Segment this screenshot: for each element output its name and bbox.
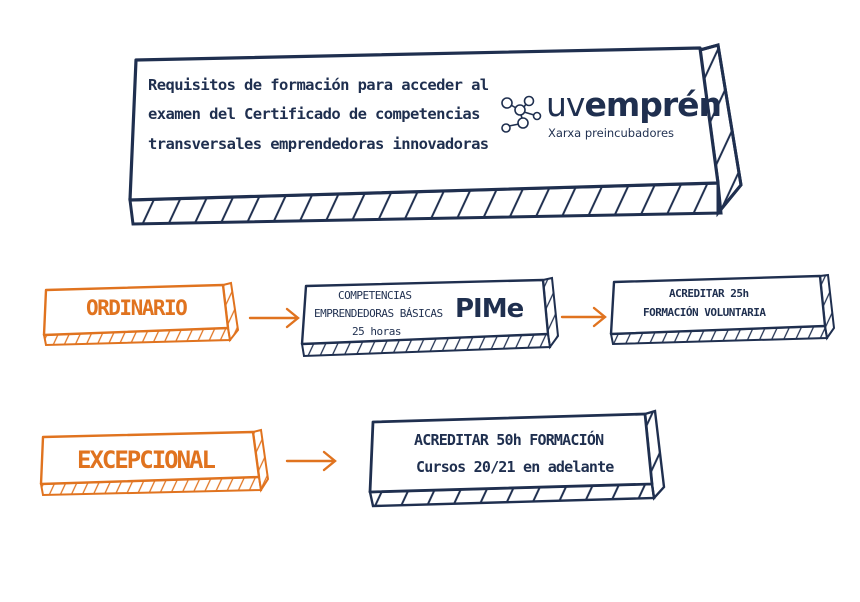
excepcional-step1-box [368,409,666,508]
arrow-ordinario-to-step1 [248,307,300,329]
title-line-3: transversales emprendedoras innovadoras [148,135,489,153]
ordinario-label: ORDINARIO [86,296,188,320]
title-box [128,43,743,226]
ordinario-step2-line2: FORMACIÓN VOLUNTARIA [643,306,766,319]
excepcional-label: EXCEPCIONAL [77,446,216,474]
ordinario-step2-line1: ACREDITAR 25h [669,287,749,300]
network-nodes-icon [501,95,542,133]
ordinario-step1-line2: EMPRENDEDORAS BÁSICAS [314,307,443,320]
excepcional-box [39,428,270,497]
title-line-2: examen del Certificado de competencias [148,105,480,123]
logo-subtitle: Xarxa preincubadores [548,126,675,140]
title-line-1: Requisitos de formación para acceder al [148,76,489,94]
logo-name-bold: emprén [584,85,722,124]
arrow-excepcional-to-step1 [285,450,337,472]
arrow-step1-to-step2 [560,306,607,328]
pime-logo: PIMe [455,294,524,324]
ordinario-box [42,281,240,347]
excepcional-step1-line2: Cursos 20/21 en adelante [416,458,614,476]
excepcional-step1-line1: ACREDITAR 50h FORMACIÓN [414,431,604,449]
logo-name-light: uv [546,85,585,124]
uvempren-logo: uvemprén [546,85,722,124]
ordinario-step1-line3: 25 horas [352,325,401,338]
ordinario-step2-box [609,273,836,346]
ordinario-step1-box [300,276,560,358]
ordinario-step1-line1: COMPETENCIAS [338,289,412,302]
